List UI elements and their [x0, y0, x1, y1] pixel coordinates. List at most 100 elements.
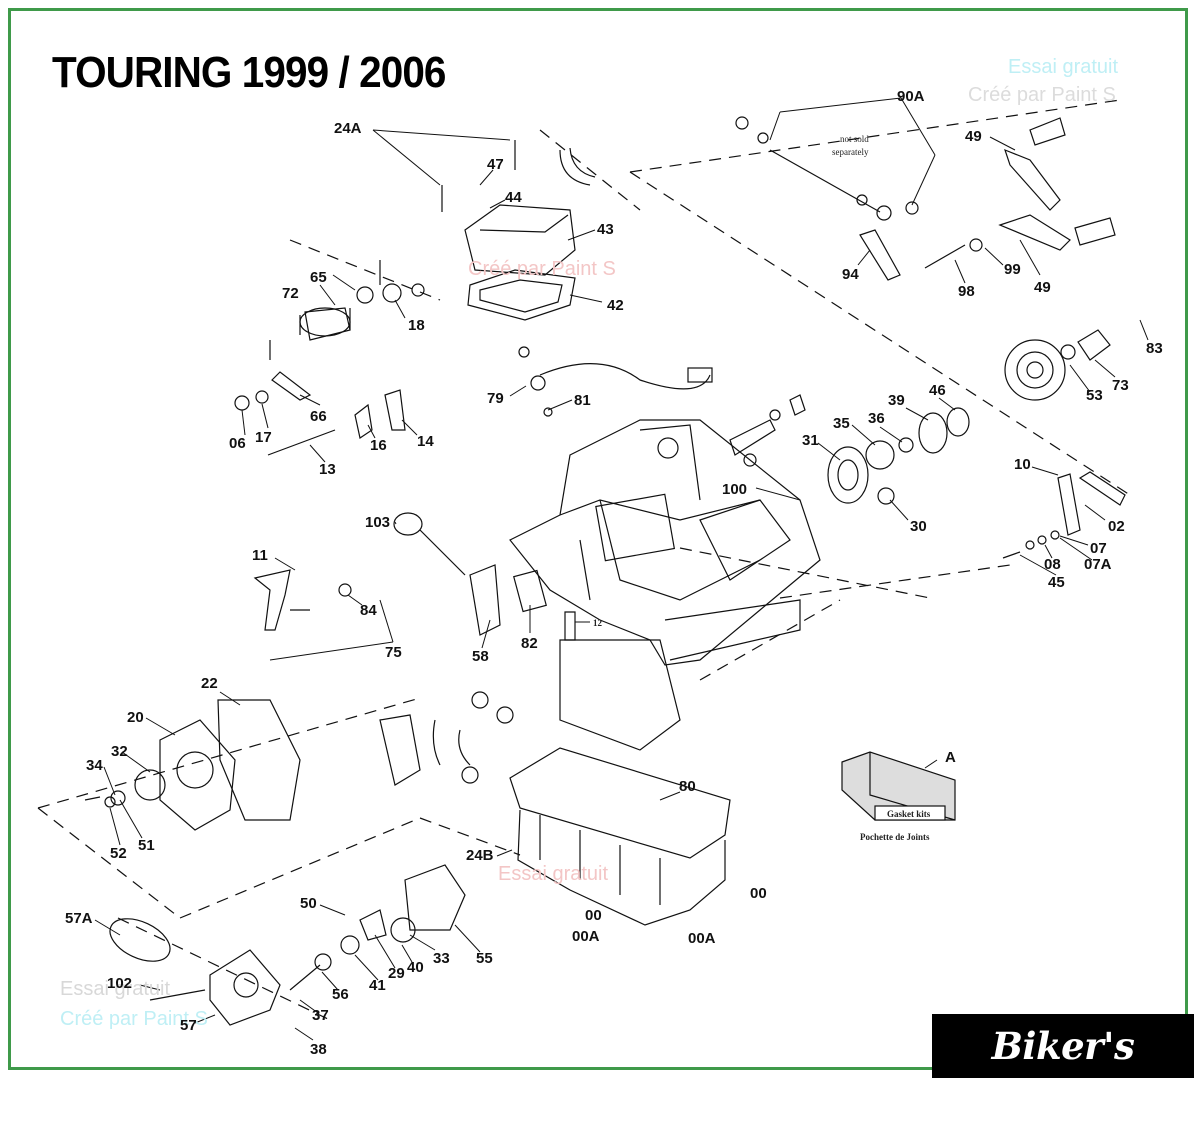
part-label: 103 [365, 514, 390, 531]
brand-name: Biker's Store [991, 1024, 1135, 1132]
leader-lines [94, 97, 1149, 1041]
part-label: 07A [1084, 556, 1112, 573]
part-label: 13 [319, 461, 336, 478]
pulley-bearing-group [729, 329, 1111, 505]
part-label: 98 [958, 283, 975, 300]
part-label: 75 [385, 644, 402, 661]
part-label: 18 [408, 317, 425, 334]
part-label: 06 [229, 435, 246, 452]
note-not-sold: not sold [840, 134, 869, 144]
part-label: 49 [1034, 279, 1051, 296]
watermark-center: Créé par Paint S [468, 258, 616, 280]
diagram-frame [8, 8, 1188, 1070]
watermarks: Essai gratuit Créé par Paint S Créé par … [60, 56, 1118, 1030]
part-label: 35 [833, 415, 850, 432]
part-label: 99 [1004, 261, 1021, 278]
note-separately: separately [832, 147, 869, 157]
gasket-kit-caption: Pochette de Joints [860, 832, 930, 842]
part-label: 46 [929, 382, 946, 399]
part-label: 11 [252, 547, 268, 564]
part-label: 29 [388, 965, 405, 982]
part-label: 00A [572, 928, 600, 945]
part-label: 31 [802, 432, 819, 449]
gasket-kit-box [841, 751, 956, 821]
watermark-bottom-left-2: Créé par Paint S [60, 1008, 208, 1030]
part-label: 36 [868, 410, 885, 427]
part-label: 00 [750, 885, 767, 902]
part-label: 52 [110, 845, 127, 862]
part-label: 08 [1044, 556, 1061, 573]
watermark-bottom-left-1: Essai gratuit [60, 978, 170, 1000]
part-label: 22 [201, 675, 218, 692]
part-label: 38 [310, 1041, 327, 1058]
hoses-and-fittings [379, 147, 713, 786]
watermark-bottom: Essai gratuit [498, 863, 608, 885]
dipstick [393, 512, 466, 576]
part-label: 56 [332, 986, 349, 1003]
part-label: 102 [107, 975, 132, 992]
part-label: 58 [472, 648, 489, 665]
part-label: 42 [607, 297, 624, 314]
part-label: 90A [897, 88, 925, 105]
part-label: 32 [111, 743, 128, 760]
part-label: 100 [722, 481, 747, 498]
part-label: 33 [433, 950, 450, 967]
part-label: 73 [1112, 377, 1129, 394]
part-label: 72 [282, 285, 299, 302]
part-label: 20 [127, 709, 144, 726]
part-label: 07 [1090, 540, 1107, 557]
part-label: 47 [487, 156, 504, 173]
part-label: 24B [466, 847, 494, 864]
dashed-outlines [37, 99, 1131, 1021]
part-label: 14 [417, 433, 434, 450]
part-label: 53 [1086, 387, 1103, 404]
gasket-kit-box-label: Gasket kits [887, 809, 931, 819]
part-label: 50 [300, 895, 317, 912]
part-label: 94 [842, 266, 859, 283]
part-label: 39 [888, 392, 905, 409]
part-label: 02 [1108, 518, 1125, 535]
shift-drum-assembly [234, 260, 425, 456]
exploded-parts-diagram: Essai gratuit Créé par Paint S Créé par … [37, 56, 1163, 1058]
part-label: 45 [1048, 574, 1065, 591]
watermark-line1: Essai gratuit [1008, 56, 1118, 78]
part-label: 34 [86, 757, 103, 774]
part-label: 55 [476, 950, 493, 967]
part-label: 30 [910, 518, 927, 535]
shifter-fork-group [253, 569, 352, 631]
part-label: 66 [310, 408, 327, 425]
part-labels: 24A 47 44 43 42 90A 49 49 94 98 99 83 73… [65, 88, 1163, 1058]
part-label: 80 [679, 778, 696, 795]
part-label: 57A [65, 910, 93, 927]
part-label: 00 [585, 907, 602, 924]
part-label: 79 [487, 390, 504, 407]
side-cover [84, 699, 301, 831]
oil-pan [509, 639, 731, 926]
release-lever-parts [1002, 471, 1126, 559]
part-label: 40 [407, 959, 424, 976]
part-label: 12 [593, 618, 603, 628]
part-label: 49 [965, 128, 982, 145]
top-cover [441, 140, 576, 321]
part-label: 81 [574, 392, 591, 409]
part-label: 24A [334, 120, 362, 137]
part-label: 51 [138, 837, 155, 854]
part-label: 37 [312, 1007, 329, 1024]
part-label: 00A [688, 930, 716, 947]
part-label: 82 [521, 635, 538, 652]
part-label: 84 [360, 602, 377, 619]
part-label: 10 [1014, 456, 1031, 473]
part-label: 17 [255, 429, 272, 446]
part-label: 83 [1146, 340, 1163, 357]
gasket-kit-letter: A [945, 749, 956, 766]
part-label: 57 [180, 1017, 197, 1034]
part-label: 65 [310, 269, 327, 286]
shift-linkage [735, 116, 1116, 281]
part-label: 41 [369, 977, 386, 994]
brand-logo: Biker's Store [932, 1014, 1194, 1132]
transmission-case [509, 419, 821, 666]
part-label: 16 [370, 437, 387, 454]
clutch-cover [109, 864, 466, 1026]
part-label: 44 [505, 189, 522, 206]
watermark-line2: Créé par Paint S [968, 84, 1116, 106]
